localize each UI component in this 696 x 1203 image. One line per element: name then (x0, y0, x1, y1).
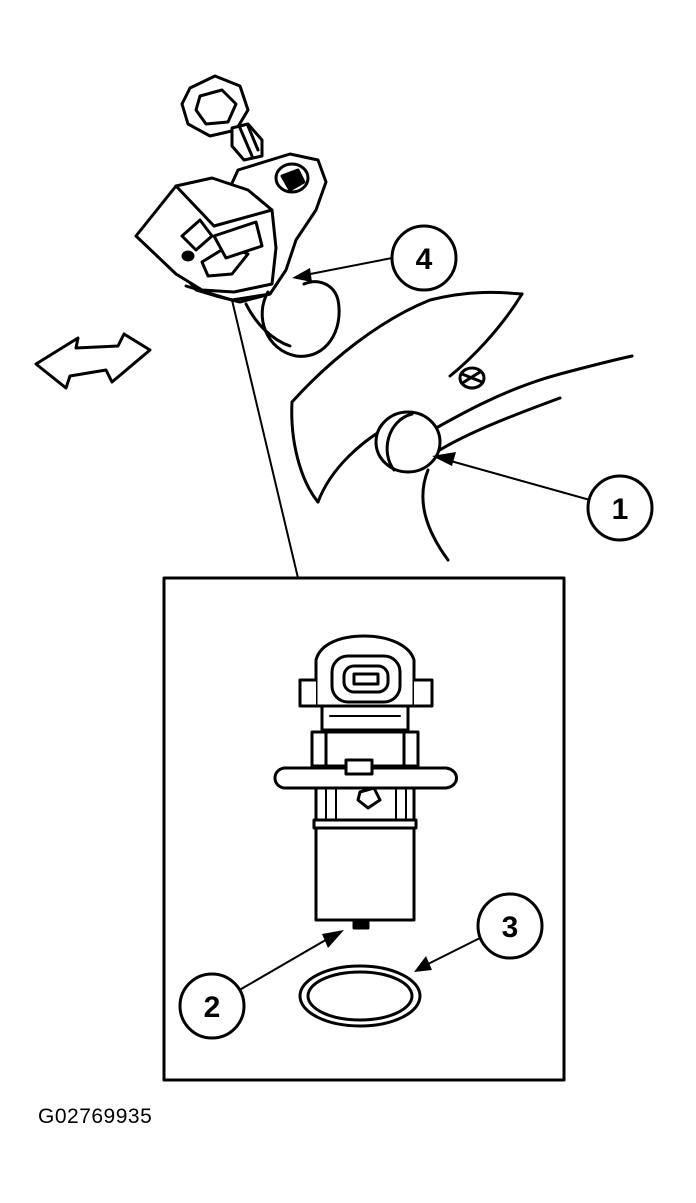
camshaft-sensor-upper (134, 152, 341, 358)
callout-3-circle (476, 892, 544, 960)
callout-4-circle (390, 224, 458, 292)
figure-id-label: G02769935 (38, 1105, 153, 1128)
callout-2-circle (178, 972, 246, 1040)
callout-1-circle (586, 474, 654, 542)
callout-4-arrowhead (292, 268, 312, 282)
camshaft-sensor-detail (273, 634, 458, 930)
callout-3-leader (419, 935, 485, 969)
callout-1-arrowhead (432, 452, 456, 466)
callout-1-label: 1 (612, 493, 629, 526)
callout-2-arrowhead (322, 930, 344, 948)
callout-3-arrowhead (414, 956, 432, 972)
detail-leader-line (231, 299, 299, 579)
bolt (180, 74, 264, 162)
callout-1-leader (439, 457, 591, 501)
callout-4-label: 4 (416, 243, 433, 276)
callout-3-label: 3 (502, 911, 519, 944)
direction-arrow (34, 332, 152, 390)
engine-housing (290, 290, 634, 562)
callout-2-label: 2 (204, 991, 221, 1024)
callout-2-leader (235, 933, 337, 993)
o-ring (298, 964, 422, 1028)
callout-4-leader (299, 257, 393, 277)
